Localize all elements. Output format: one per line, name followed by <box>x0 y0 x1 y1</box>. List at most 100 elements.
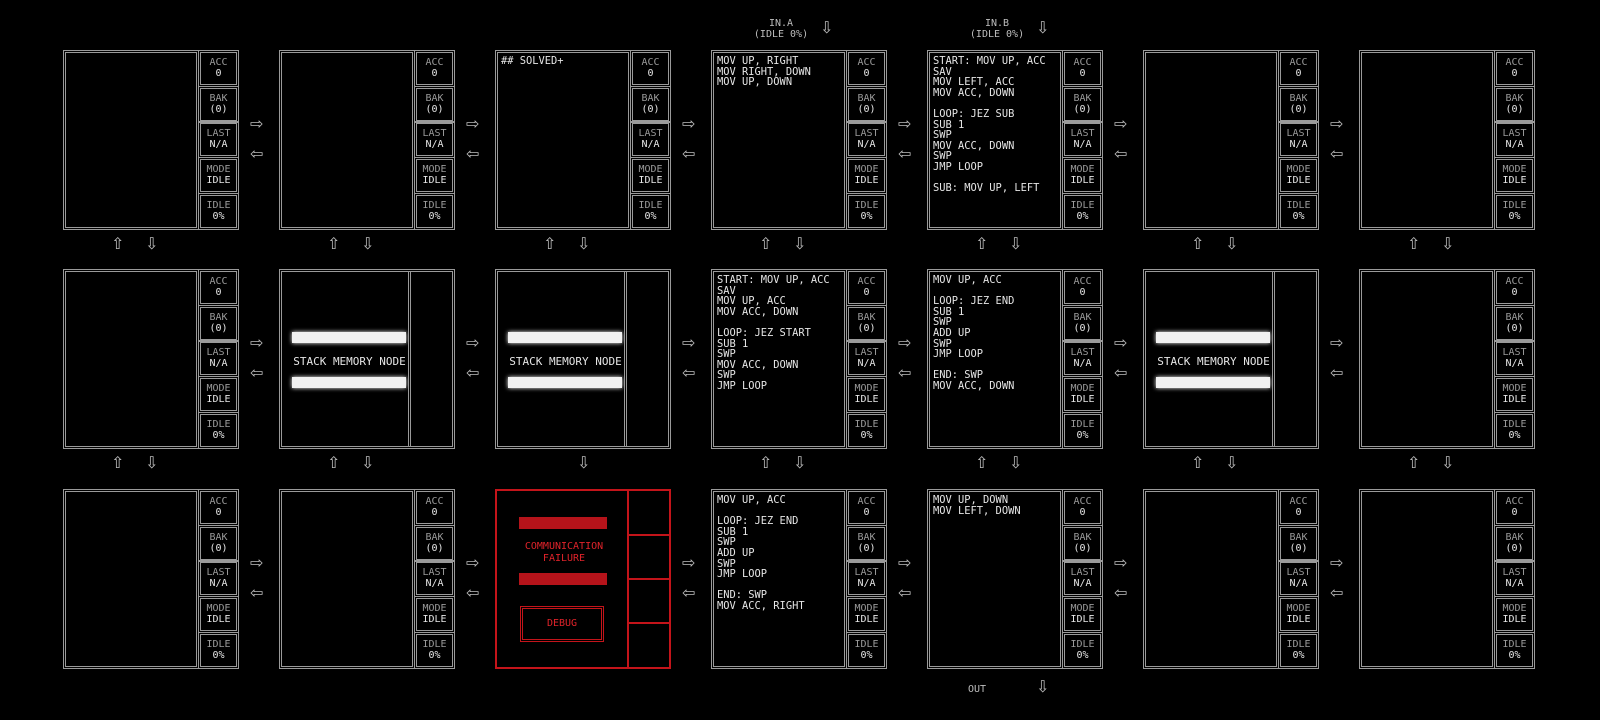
program-text[interactable]: START: MOV UP, ACC SAV MOV LEFT, ACC MOV… <box>933 55 1046 195</box>
output-arrow-icon: ⇩ <box>1036 677 1050 696</box>
node-r2c3[interactable]: MOV UP, ACC LOOP: JEZ END SUB 1 SWP ADD … <box>711 489 887 669</box>
node-r1c2[interactable]: STACK MEMORY NODE <box>495 269 671 449</box>
code-editor[interactable]: START: MOV UP, ACC SAV MOV UP, ACC MOV A… <box>711 269 847 449</box>
code-editor[interactable]: ## SOLVED+ <box>495 50 631 230</box>
code-editor[interactable] <box>63 50 199 230</box>
arrow-left-icon: ⇦ <box>250 583 264 602</box>
register-mode-value: IDLE <box>1502 393 1527 405</box>
code-editor[interactable]: MOV UP, ACC LOOP: JEZ END SUB 1 SWP ADD … <box>711 489 847 669</box>
register-mode-value: IDLE <box>1286 174 1311 186</box>
code-editor[interactable] <box>1143 50 1279 230</box>
register-bak-value: (0) <box>857 542 876 554</box>
code-editor[interactable]: START: MOV UP, ACC SAV MOV LEFT, ACC MOV… <box>927 50 1063 230</box>
output-name: OUT <box>967 684 987 695</box>
register-idle-label: IDLE <box>1502 639 1527 650</box>
node-r1c5[interactable]: STACK MEMORY NODE <box>1143 269 1319 449</box>
node-r0c4[interactable]: START: MOV UP, ACC SAV MOV LEFT, ACC MOV… <box>927 50 1103 230</box>
arrow-down-icon: ⇩ <box>145 453 159 472</box>
code-editor[interactable]: MOV UP, DOWN MOV LEFT, DOWN <box>927 489 1063 669</box>
register-idle-value: 0% <box>1508 650 1521 661</box>
code-editor[interactable] <box>1359 50 1495 230</box>
node-r1c4[interactable]: MOV UP, ACC LOOP: JEZ END SUB 1 SWP ADD … <box>927 269 1103 449</box>
register-bak-value: (0) <box>1289 542 1308 554</box>
register-bak: BAK(0) <box>1278 524 1319 562</box>
register-last-label: LAST <box>854 128 879 139</box>
code-editor[interactable]: MOV UP, ACC LOOP: JEZ END SUB 1 SWP ADD … <box>927 269 1063 449</box>
debug-button[interactable]: DEBUG <box>520 606 604 642</box>
input-b-arrow-icon: ⇩ <box>1036 18 1050 37</box>
register-idle-label: IDLE <box>1502 419 1527 430</box>
code-editor[interactable]: MOV UP, RIGHT MOV RIGHT, DOWN MOV UP, DO… <box>711 50 847 230</box>
register-bak-label: BAK <box>1073 531 1092 543</box>
register-idle-value: 0% <box>1292 211 1305 222</box>
register-bak-value: (0) <box>1505 103 1524 115</box>
register-mode-label: MODE <box>854 163 879 175</box>
register-mode-label: MODE <box>422 602 447 614</box>
register-idle-label: IDLE <box>854 200 879 211</box>
register-bak: BAK(0) <box>1062 524 1103 562</box>
arrow-left-icon: ⇦ <box>466 144 480 163</box>
register-last-label: LAST <box>854 347 879 358</box>
program-text[interactable]: MOV UP, ACC LOOP: JEZ END SUB 1 SWP ADD … <box>933 274 1015 392</box>
code-editor[interactable] <box>1359 489 1495 669</box>
register-acc-value: 0 <box>1079 287 1086 298</box>
code-editor[interactable] <box>1143 489 1279 669</box>
register-acc-label: ACC <box>857 276 876 287</box>
stack-memory-node: STACK MEMORY NODE <box>1143 269 1319 449</box>
program-text[interactable]: START: MOV UP, ACC SAV MOV UP, ACC MOV A… <box>717 274 830 392</box>
arrow-right-icon: ⇨ <box>1114 553 1128 572</box>
code-editor[interactable] <box>279 50 415 230</box>
arrow-down-icon: ⇩ <box>577 234 591 253</box>
register-bak: BAK(0) <box>1494 524 1535 562</box>
arrow-down-icon: ⇩ <box>1225 234 1239 253</box>
code-editor[interactable] <box>63 489 199 669</box>
code-editor[interactable] <box>279 489 415 669</box>
arrow-down-icon: ⇩ <box>793 453 807 472</box>
register-mode-value: IDLE <box>854 393 879 405</box>
register-bak-value: (0) <box>425 542 444 554</box>
node-r1c3[interactable]: START: MOV UP, ACC SAV MOV UP, ACC MOV A… <box>711 269 887 449</box>
node-r1c1[interactable]: STACK MEMORY NODE <box>279 269 455 449</box>
program-text[interactable]: MOV UP, ACC LOOP: JEZ END SUB 1 SWP ADD … <box>717 494 805 612</box>
node-r0c3[interactable]: MOV UP, RIGHT MOV RIGHT, DOWN MOV UP, DO… <box>711 50 887 230</box>
register-idle-label: IDLE <box>206 419 231 430</box>
register-bak-label: BAK <box>1073 311 1092 323</box>
code-editor[interactable] <box>63 269 199 449</box>
register-idle-value: 0% <box>1292 650 1305 661</box>
register-acc-label: ACC <box>641 57 660 68</box>
register-mode-value: IDLE <box>1070 393 1095 405</box>
arrow-down-icon: ⇩ <box>1441 234 1455 253</box>
register-bak: BAK(0) <box>1278 85 1319 123</box>
arrow-up-icon: ⇧ <box>1191 234 1205 253</box>
program-text[interactable]: ## SOLVED+ <box>501 55 564 67</box>
program-text[interactable]: MOV UP, DOWN MOV LEFT, DOWN <box>933 494 1021 517</box>
arrow-left-icon: ⇦ <box>682 363 696 382</box>
code-editor[interactable] <box>1359 269 1495 449</box>
arrow-left-icon: ⇦ <box>250 363 264 382</box>
program-text[interactable]: MOV UP, RIGHT MOV RIGHT, DOWN MOV UP, DO… <box>717 55 811 89</box>
arrow-right-icon: ⇨ <box>1330 553 1344 572</box>
